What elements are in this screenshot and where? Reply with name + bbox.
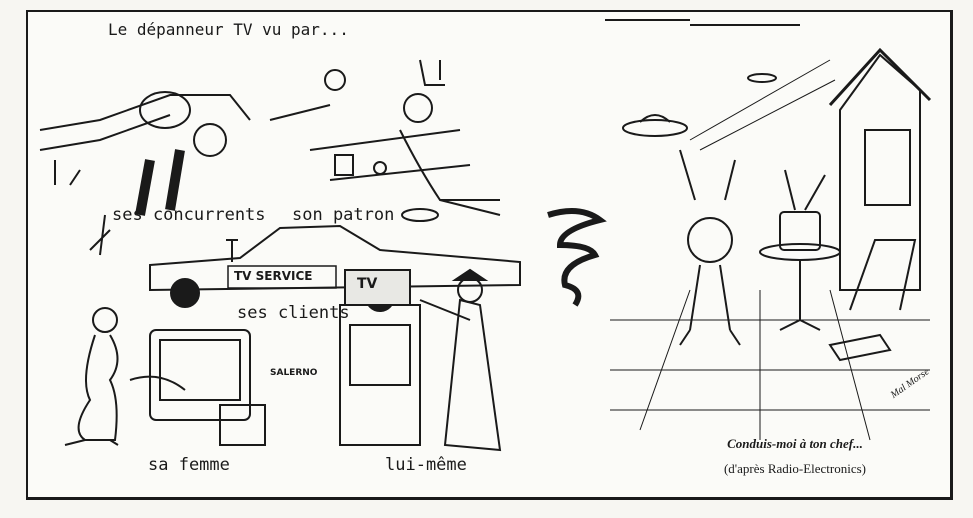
- competitors-drawing: [39, 91, 251, 256]
- label-competitors: ses concurrents: [112, 205, 266, 225]
- tv-brand: SALERNO: [270, 368, 318, 378]
- credit: (d'après Radio-Electronics): [723, 461, 867, 476]
- alien-scene-drawing: [605, 19, 932, 441]
- boss-drawing: [269, 59, 501, 222]
- label-boss: son patron: [292, 205, 395, 225]
- squiggle-separator: [547, 208, 607, 307]
- label-himself: lui-même: [385, 455, 467, 475]
- car-sign: TV SERVICE: [234, 269, 313, 283]
- tv-drawing: [129, 329, 266, 446]
- himself-drawing: [339, 268, 502, 452]
- car-drawing: [149, 224, 521, 312]
- tv-sign: TV: [357, 276, 378, 292]
- wife-drawing: [64, 307, 119, 446]
- cartoon-frame: [26, 10, 953, 500]
- caption: Conduis-moi à ton chef...: [727, 436, 863, 451]
- cartoon-title: Le dépanneur TV vu par...: [108, 20, 349, 39]
- label-wife: sa femme: [148, 455, 230, 475]
- label-clients: ses clients: [237, 303, 350, 323]
